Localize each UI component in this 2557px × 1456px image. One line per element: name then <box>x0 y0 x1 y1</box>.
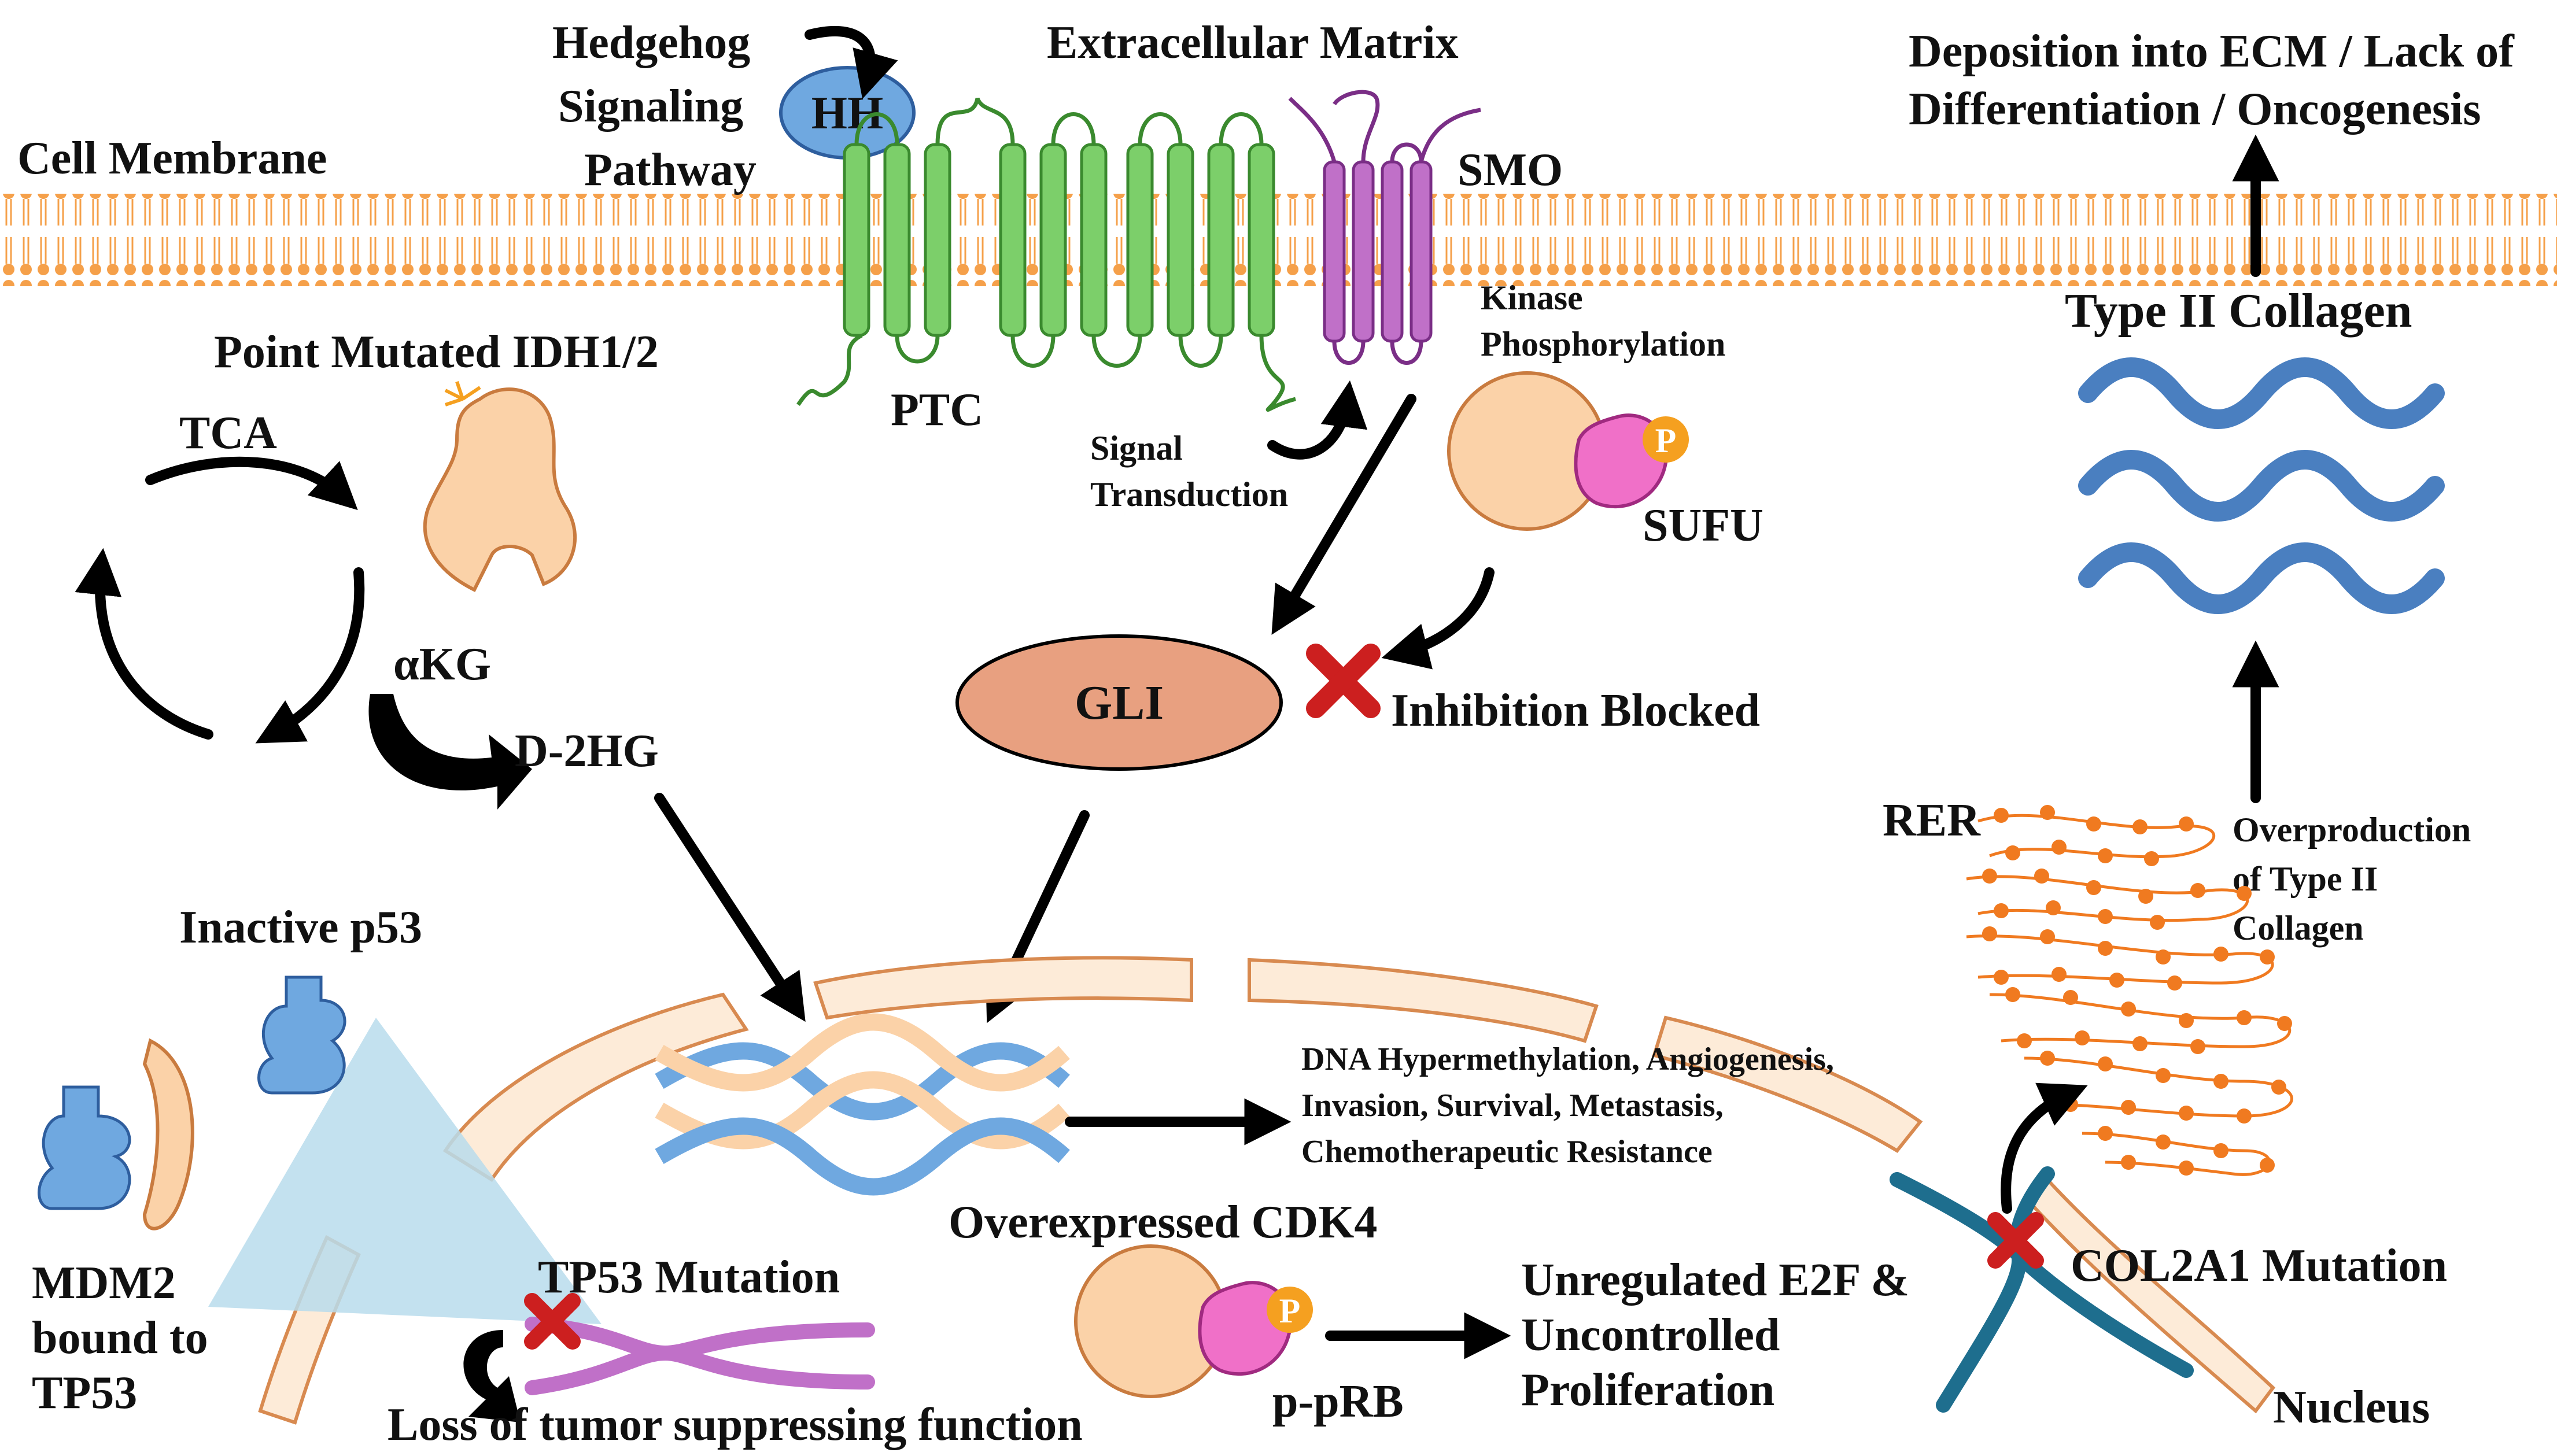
sufu-inhibition-arrow <box>1381 567 1495 670</box>
loss-tumor-suppression-label: Loss of tumor suppressing function <box>388 1399 1083 1450</box>
e2f-label-1: Unregulated E2F & <box>1521 1255 1909 1306</box>
overproduction-label-2: of Type II <box>2233 860 2378 898</box>
tca-cycle <box>75 456 365 744</box>
d2hg-label: D-2HG <box>515 726 659 777</box>
p53-inactivation-wedge <box>208 1018 602 1324</box>
akg-label: αKG <box>393 639 491 690</box>
akg-to-d2hg-arrow <box>368 694 532 810</box>
dna-double-helix <box>655 1013 1070 1196</box>
kinase-label-2: Phosphorylation <box>1481 325 1725 363</box>
rer-ribosomes <box>1982 805 2292 1176</box>
dna-effects-label-1: DNA Hypermethylation, Angiogenesis, <box>1301 1041 1834 1077</box>
inhibition-x-icon <box>1306 644 1381 718</box>
gli-protein: GLI <box>955 634 1283 771</box>
mdm2-tp53-complex <box>38 1038 194 1230</box>
hedgehog-label-2: Signaling <box>558 81 743 132</box>
cdk4-label: Overexpressed CDK4 <box>949 1197 1377 1248</box>
cell-membrane-label: Cell Membrane <box>17 133 327 184</box>
e2f-label-3: Proliferation <box>1521 1365 1774 1416</box>
dna-effects-label-3: Chemotherapeutic Resistance <box>1301 1134 1713 1170</box>
mdm2-label-1: MDM2 <box>32 1258 176 1309</box>
inhibition-blocked-label: Inhibition Blocked <box>1391 685 1760 736</box>
smo-receptor <box>1288 90 1481 365</box>
idh-label: Point Mutated IDH1/2 <box>214 327 659 378</box>
rer-label: RER <box>1883 795 1981 846</box>
collagen-fibers <box>2078 357 2445 614</box>
col2a1-to-rer-arrow <box>2001 1082 2088 1214</box>
inactive-p53-protein <box>257 975 346 1095</box>
hedgehog-label-1: Hedgehog <box>552 17 750 68</box>
sufu-label: SUFU <box>1643 500 1763 551</box>
smo-to-gli-arrow <box>1271 394 1416 635</box>
mdm2-label-3: TP53 <box>32 1368 137 1418</box>
nuclear-envelope <box>258 956 2276 1425</box>
overproduction-label-1: Overproduction <box>2233 811 2471 849</box>
pprb-complex: P <box>1074 1244 1313 1398</box>
signal-label-2: Transduction <box>1090 475 1288 513</box>
tp53-chromosome <box>525 1317 875 1395</box>
tca-label: TCA <box>179 408 277 459</box>
extracellular-matrix-label: Extracellular Matrix <box>1047 17 1459 68</box>
nucleus-label: Nucleus <box>2273 1382 2430 1433</box>
hedgehog-label-3: Pathway <box>584 145 757 195</box>
idh-enzyme <box>423 381 577 593</box>
signal-transduction-arrow <box>1267 380 1368 460</box>
col2a1-mutation-x-icon <box>1987 1212 2044 1269</box>
sufu-p-marker: P <box>1655 422 1677 460</box>
gli-label: GLI <box>1075 676 1164 730</box>
signal-label-1: Signal <box>1090 429 1183 467</box>
smo-label: SMO <box>1458 145 1563 195</box>
dna-effects-label-2: Invasion, Survival, Metastasis, <box>1301 1088 1724 1124</box>
overproduction-label-3: Collagen <box>2233 909 2364 947</box>
kinase-label-1: Kinase <box>1481 279 1583 317</box>
deposition-label-2: Differentiation / Oncogenesis <box>1909 84 2481 135</box>
pprb-p-marker: P <box>1279 1292 1301 1330</box>
col2a1-chromosome <box>1890 1166 2194 1413</box>
tp53-mutation-label: TP53 Mutation <box>538 1252 840 1303</box>
tp53-loss-arrow <box>463 1330 521 1422</box>
inactive-p53-label: Inactive p53 <box>179 902 422 953</box>
e2f-label-2: Uncontrolled <box>1521 1310 1780 1361</box>
mdm2-label-2: bound to <box>32 1313 208 1363</box>
deposition-label-1: Deposition into ECM / Lack of <box>1909 26 2515 77</box>
d2hg-to-dna-arrow <box>654 793 806 1022</box>
type2-collagen-label: Type II Collagen <box>2065 284 2412 338</box>
sufu-complex: P <box>1447 371 1689 531</box>
hh-binding-arrow <box>805 25 898 99</box>
col2a1-mutation-label: COL2A1 Mutation <box>2071 1240 2447 1291</box>
pprb-label: p-pRB <box>1272 1376 1404 1427</box>
ptc-receptor <box>796 97 1296 412</box>
tp53-mutation-x-icon <box>524 1293 581 1350</box>
ptc-label: PTC <box>891 385 983 435</box>
cell-membrane <box>0 194 2557 286</box>
